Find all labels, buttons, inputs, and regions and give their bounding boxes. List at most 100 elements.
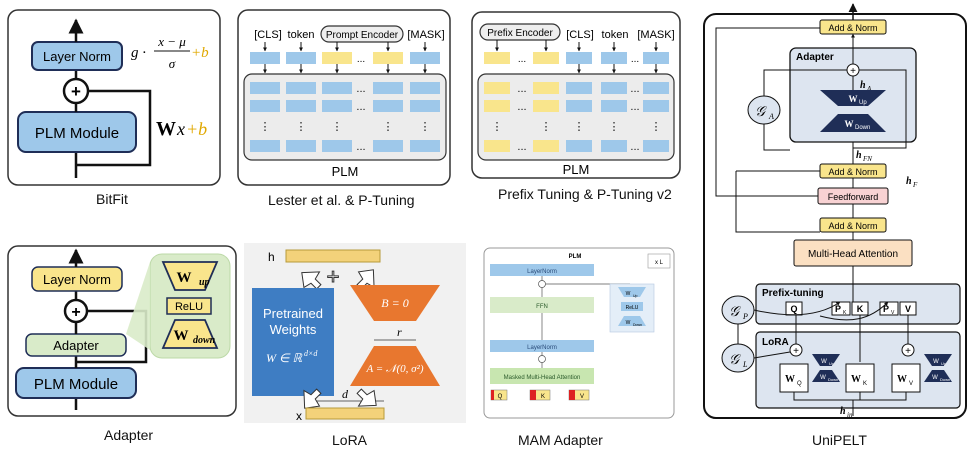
prefix-plm-block <box>477 73 675 161</box>
svg-text:W ∈ ℝ: W ∈ ℝ <box>266 351 302 365</box>
svg-text:LayerNorm: LayerNorm <box>527 345 557 351</box>
svg-text:Add & Norm: Add & Norm <box>828 221 877 231</box>
svg-text:Down: Down <box>855 125 870 131</box>
bitfit-formula-bias: +b <box>191 45 209 61</box>
prefix-input-row <box>484 52 669 64</box>
svg-text:P: P <box>742 312 748 321</box>
svg-text:B = 0: B = 0 <box>381 296 408 310</box>
unipelt-caption: UniPELT <box>812 432 867 448</box>
prefix-encoder-label: Prefix Encoder <box>487 28 553 39</box>
svg-text:V: V <box>580 394 584 400</box>
adapter-module-label: Adapter <box>53 338 99 353</box>
svg-text:⋮: ⋮ <box>651 121 662 133</box>
mam-mha-box <box>490 368 594 384</box>
svg-text:F: F <box>912 181 918 189</box>
svg-text:⋮: ⋮ <box>420 121 431 133</box>
bitfit-caption: BitFit <box>96 191 128 207</box>
lora-x-bar <box>305 407 385 420</box>
svg-text:W: W <box>785 374 795 385</box>
lora-caption: LoRA <box>332 432 368 448</box>
svg-text:W: W <box>845 119 854 129</box>
svg-text:Q: Q <box>797 381 802 387</box>
svg-text:Pretrained: Pretrained <box>263 306 323 321</box>
svg-text:up: up <box>199 277 210 288</box>
svg-text:d×d: d×d <box>304 349 318 358</box>
svg-text:⋮: ⋮ <box>260 121 271 133</box>
svg-text:⋮: ⋮ <box>332 121 343 133</box>
bitfit-layer-norm-label: Layer Norm <box>43 49 111 64</box>
svg-text:W: W <box>626 320 631 326</box>
bitfit-wx-x: x <box>176 119 185 139</box>
svg-text:W: W <box>932 375 938 381</box>
unipelt-w-down <box>820 114 886 132</box>
svg-text:FFN: FFN <box>536 304 548 310</box>
prefix-cls-label: [CLS] <box>566 29 594 41</box>
svg-text:...: ... <box>357 54 365 65</box>
prefix-token-label: token <box>602 29 629 41</box>
svg-text:Weights: Weights <box>270 322 317 337</box>
adapter-caption: Adapter <box>104 427 154 443</box>
svg-text:down: down <box>193 335 216 346</box>
svg-text:+: + <box>850 66 856 77</box>
lora-plus-sign: + <box>327 264 340 289</box>
lora-h-bar <box>285 249 381 263</box>
svg-text:Adapter: Adapter <box>796 52 834 63</box>
svg-text:W: W <box>849 94 858 104</box>
lora-h-label: h <box>268 250 275 264</box>
prefix-plm-label: PLM <box>563 162 590 177</box>
svg-text:⋮: ⋮ <box>609 121 620 133</box>
svg-text:Q: Q <box>790 304 797 314</box>
svg-text:K: K <box>863 381 867 387</box>
svg-text:x L: x L <box>655 260 664 266</box>
svg-text:A: A <box>866 85 872 93</box>
mam-panel: PLM x L LayerNorm FFN W Up ReLU W Down L… <box>483 247 675 419</box>
unipelt-wq <box>779 363 809 393</box>
lester-caption: Lester et al. & P-Tuning <box>268 192 415 208</box>
adapter-plm-module-label: PLM Module <box>34 376 118 393</box>
bitfit-formula-g: g · <box>131 45 146 61</box>
svg-text:LoRA: LoRA <box>762 337 789 348</box>
svg-text:...: ... <box>356 141 365 153</box>
svg-text:Up: Up <box>859 100 867 106</box>
bitfit-formula-numerator: x − μ <box>157 34 186 49</box>
prefix-panel: Prefix Encoder [CLS] token [MASK] ... ..… <box>471 11 681 179</box>
adapter-layer-norm-label: Layer Norm <box>43 272 111 287</box>
lora-pretrained-weights-box <box>252 288 334 396</box>
lester-input-row <box>250 52 440 64</box>
svg-text:W: W <box>820 375 826 381</box>
prefix-mask-label: [MASK] <box>637 29 674 41</box>
svg-text:in: in <box>847 411 853 419</box>
svg-text:h: h <box>856 150 862 161</box>
prefix-caption: Prefix Tuning & P-Tuning v2 <box>498 186 672 202</box>
svg-text:L: L <box>742 360 748 369</box>
bitfit-wx-bias: +b <box>186 119 207 139</box>
lester-prompt-encoder-box <box>320 25 404 43</box>
mam-caption: MAM Adapter <box>518 432 603 448</box>
svg-text:...: ... <box>356 83 365 95</box>
bitfit-residual-line <box>76 89 152 167</box>
prefix-plm-grid <box>484 82 669 152</box>
svg-text:Down: Down <box>940 377 950 382</box>
svg-text:⋮: ⋮ <box>574 121 585 133</box>
svg-text:⋮: ⋮ <box>492 121 503 133</box>
svg-text:Multi-Head Attention: Multi-Head Attention <box>808 249 898 260</box>
svg-text:Add & Norm: Add & Norm <box>828 167 877 177</box>
svg-text:h: h <box>840 406 846 417</box>
bitfit-wx-weight: W <box>156 118 176 140</box>
svg-text:...: ... <box>630 101 639 113</box>
unipelt-wk <box>845 363 875 393</box>
svg-text:...: ... <box>631 54 639 65</box>
bitfit-panel: PLM Module + Layer Norm g · x − μ σ +b W… <box>7 9 221 186</box>
svg-text:FN: FN <box>862 155 872 163</box>
lester-prompt-encoder-label: Prompt Encoder <box>326 30 399 41</box>
svg-text:+: + <box>905 346 911 357</box>
svg-text:⋮: ⋮ <box>383 121 394 133</box>
svg-text:ReLU: ReLU <box>175 301 203 313</box>
svg-text:A = 𝒩(0, σ²): A = 𝒩(0, σ²) <box>365 363 423 375</box>
lester-plm-grid <box>250 82 440 152</box>
svg-text:K: K <box>857 304 864 314</box>
mam-layernorm-bottom <box>490 340 594 352</box>
svg-text:K: K <box>843 310 847 316</box>
lester-plm-label: PLM <box>332 164 359 179</box>
